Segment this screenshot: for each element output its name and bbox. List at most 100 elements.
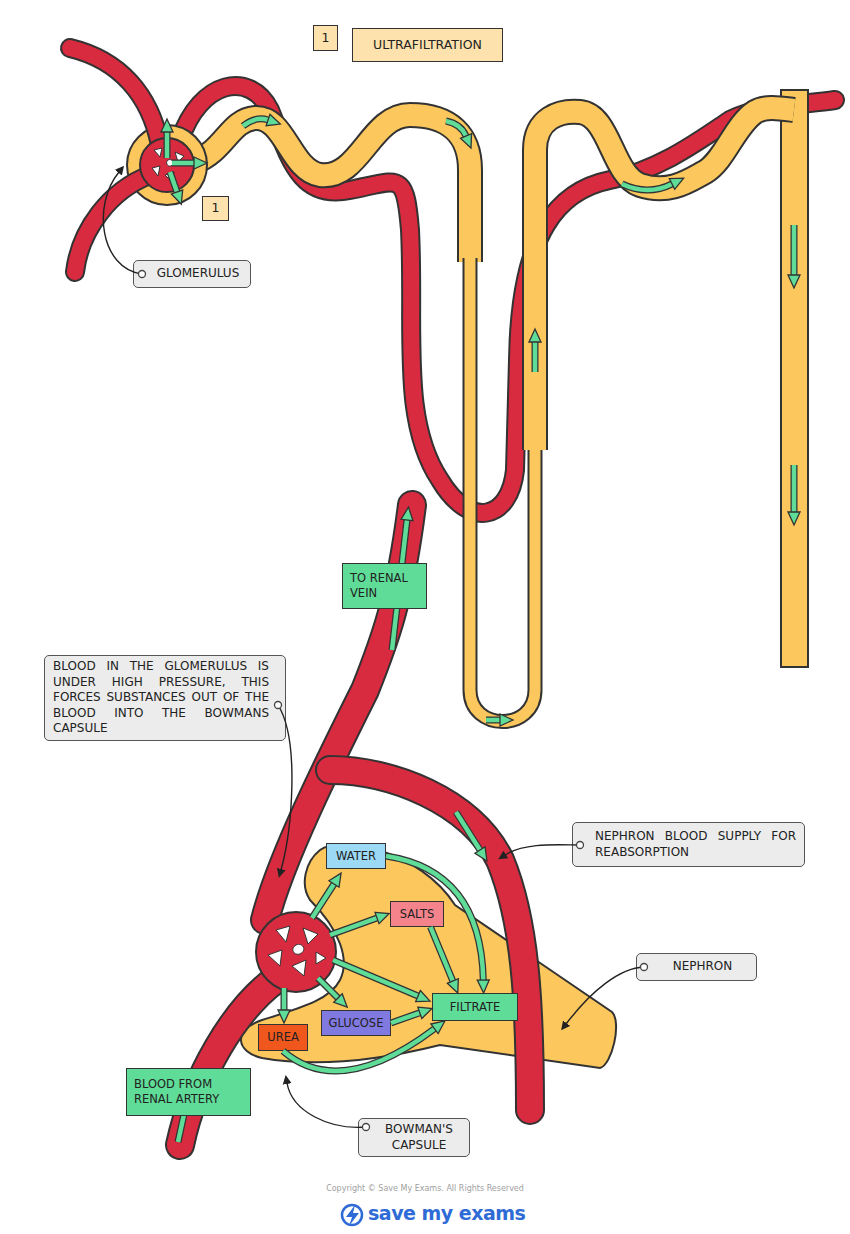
- part-tag: GLOMERULUS: [133, 260, 251, 288]
- node-text: BLOOD FROM RENAL ARTERY: [134, 1077, 243, 1107]
- flow-arrow: [170, 172, 177, 192]
- proximal-tubule: [195, 115, 470, 262]
- flow-arrow: [532, 342, 539, 372]
- vessel-outline: [75, 175, 150, 272]
- collecting-duct: [781, 90, 808, 667]
- part-tag: NEPHRON: [636, 953, 757, 981]
- glomerulus-gap: [293, 944, 304, 954]
- flow-arrow: [486, 718, 500, 723]
- flow-arrow: [386, 856, 483, 980]
- flow-arrow: [318, 978, 338, 998]
- bowmans-capsule-enlarged: [241, 845, 616, 1068]
- copyright-note: Copyright © Save My Exams. All Rights Re…: [0, 1184, 850, 1193]
- logo-icon: [342, 1205, 362, 1225]
- node-text: 1: [206, 200, 225, 216]
- note-box: BLOOD IN THE GLOMERULUS IS UNDER HIGH PR…: [44, 655, 286, 741]
- flow-label: TO RENAL VEIN: [342, 563, 427, 609]
- node-text: WATER: [329, 849, 383, 864]
- part-tag: BOWMAN'S CAPSULE: [358, 1118, 470, 1157]
- glomerulus-gap: [154, 148, 162, 157]
- afferent-vessel: [70, 48, 160, 145]
- node-text: GLOMERULUS: [154, 266, 242, 282]
- flow-arrow: [330, 918, 377, 935]
- arrow-outline: [386, 856, 483, 980]
- arrow-line: [391, 1013, 420, 1023]
- flow-arrow: [330, 918, 377, 935]
- node-text: TO RENAL VEIN: [350, 571, 419, 601]
- node-text: SALTS: [393, 907, 441, 922]
- glomerulus-gap: [268, 950, 282, 966]
- flow-arrow: [791, 225, 798, 275]
- glomerulus-gap: [152, 166, 160, 176]
- arrow-line: [386, 856, 483, 980]
- stage-title: ULTRAFILTRATION: [352, 28, 503, 62]
- flow-arrow: [792, 225, 797, 275]
- node-text: ULTRAFILTRATION: [356, 37, 499, 53]
- flow-arrow: [281, 988, 288, 1010]
- flow-arrow: [391, 1013, 420, 1023]
- leader-line: [287, 1083, 366, 1127]
- flow-arrow: [312, 884, 334, 918]
- efferent-vessel: [75, 175, 150, 272]
- flow-arrow: [446, 121, 466, 136]
- flow-arrow: [431, 927, 453, 981]
- flow-arrow: [792, 465, 797, 512]
- distal-tubule: [535, 108, 794, 450]
- flow-arrow: [791, 465, 798, 512]
- arrow-line: [431, 927, 453, 981]
- node-text: 1: [317, 30, 334, 46]
- node-text: FILTRATE: [435, 1000, 515, 1015]
- flow-arrow: [312, 884, 334, 918]
- vessel-outline: [180, 980, 275, 1145]
- glomerulus-gap: [316, 952, 326, 964]
- tubule-outline: [195, 115, 470, 262]
- flow-arrow: [622, 184, 672, 190]
- flow-arrow: [446, 121, 466, 136]
- arrow-outline: [431, 927, 453, 981]
- flow-arrow: [456, 812, 480, 850]
- glomerulus-gap: [303, 928, 318, 944]
- bowmans-capsule: [127, 125, 207, 205]
- part-tag: NEPHRON BLOOD SUPPLY FOR REABSORPTION: [572, 822, 805, 867]
- flow-arrow: [282, 988, 287, 1010]
- substance-box: WATER: [326, 843, 386, 869]
- flow-arrow: [533, 342, 538, 372]
- node-text: BLOOD IN THE GLOMERULUS IS UNDER HIGH PR…: [53, 659, 269, 737]
- logo-bolt: [346, 1205, 359, 1226]
- flow-arrow: [243, 119, 268, 126]
- callout-number: 1: [313, 25, 338, 51]
- leader-line: [505, 845, 580, 855]
- vessel-outline: [330, 770, 530, 1110]
- substance-box: SALTS: [390, 901, 444, 927]
- filtrate-box: FILTRATE: [432, 993, 518, 1021]
- leader-line: [566, 967, 644, 1024]
- arrow-outline: [391, 1013, 420, 1023]
- flow-label: BLOOD FROM RENAL ARTERY: [126, 1068, 251, 1116]
- flow-arrow: [456, 812, 480, 850]
- flow-arrow: [333, 960, 418, 996]
- flow-arrow: [333, 960, 418, 996]
- glomerulus-gap: [292, 960, 306, 976]
- logo-text: save my exams: [368, 1202, 538, 1224]
- node-text: UREA: [261, 1030, 305, 1045]
- flow-arrow: [486, 717, 500, 724]
- flow-arrow: [622, 184, 672, 190]
- node-text: NEPHRON BLOOD SUPPLY FOR REABSORPTION: [595, 829, 796, 860]
- substance-box: UREA: [258, 1024, 308, 1051]
- substance-box: GLUCOSE: [321, 1010, 391, 1036]
- flow-arrow: [170, 172, 177, 192]
- flow-arrow: [164, 132, 171, 158]
- vessel-outline: [70, 48, 160, 145]
- callout-number: 1: [202, 196, 229, 221]
- renal-artery-branch: [180, 980, 275, 1145]
- node-text: GLUCOSE: [324, 1016, 388, 1031]
- flow-arrow: [318, 978, 338, 998]
- edge-layer: [283, 856, 483, 1071]
- node-text: NEPHRON: [657, 959, 748, 975]
- flow-arrow: [243, 119, 268, 126]
- capillary-outline: [180, 86, 835, 513]
- flow-arrow: [165, 132, 170, 158]
